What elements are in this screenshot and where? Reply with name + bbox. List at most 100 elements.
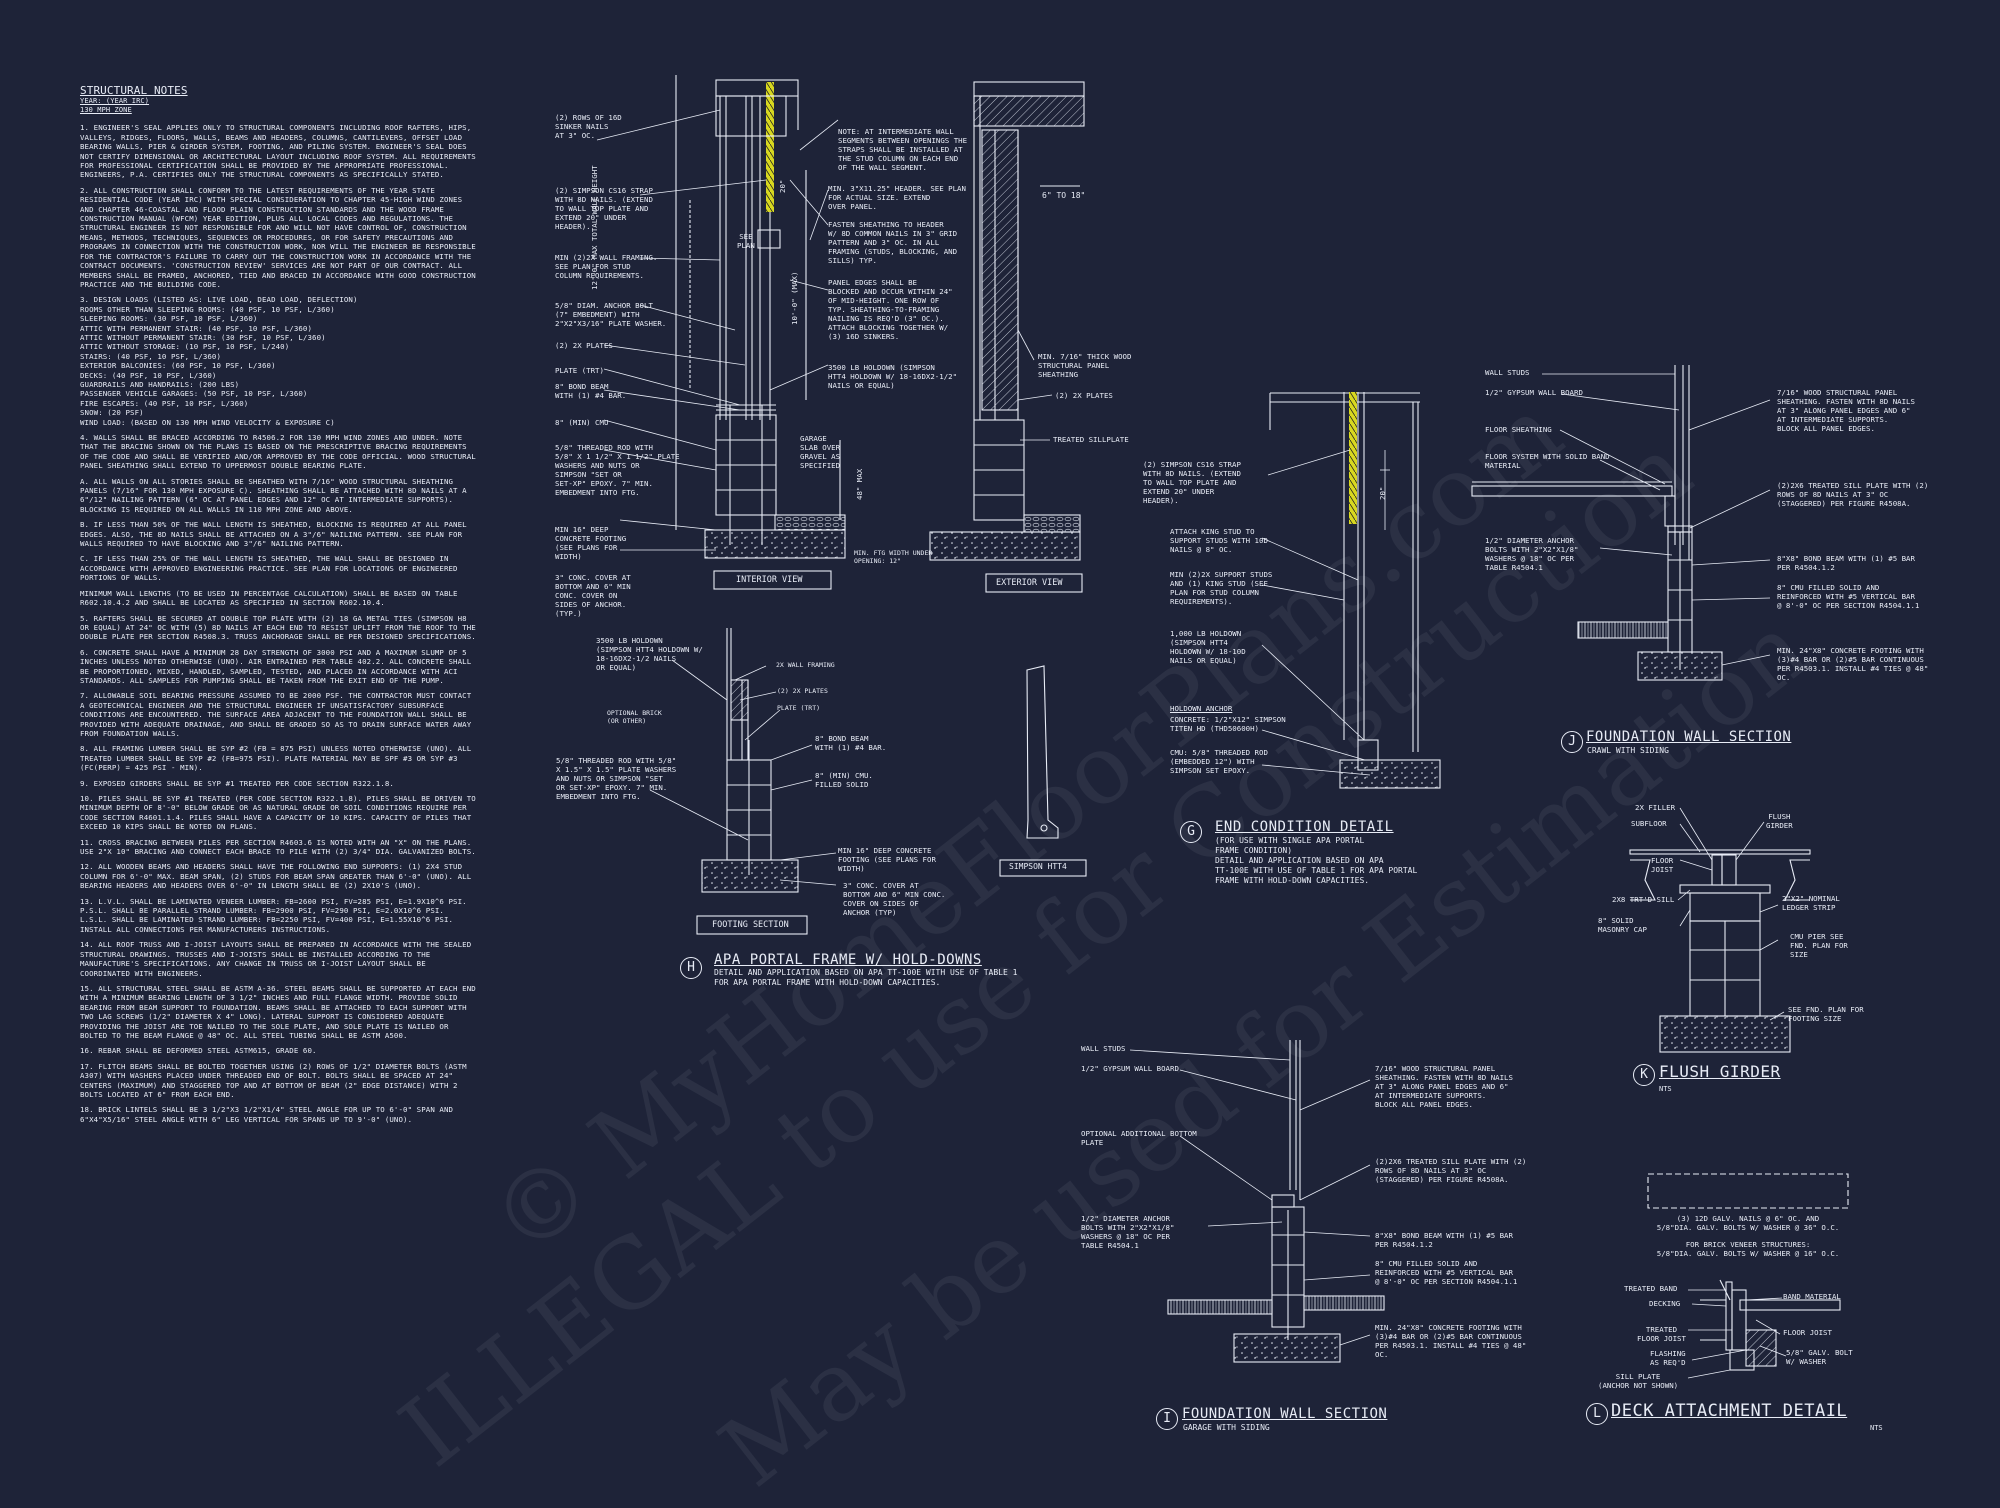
k-label-cap: 8" SOLID MASONRY CAP — [1598, 916, 1647, 934]
simpson-htt4-label: SIMPSON HTT4 — [1009, 862, 1067, 871]
h-label-cover: 3" CONC. COVER AT BOTTOM AND 6" MIN CONC… — [555, 573, 631, 618]
foundation-wall-crawl-drawing — [1471, 365, 1723, 681]
h-label-6to18: 6" TO 18" — [1042, 191, 1086, 200]
h-label-holdown: 3500 LB HOLDOWN (SIMPSON HTT4 HOLDOWN W/… — [828, 363, 958, 390]
note-paragraph: 8. ALL FRAMING LUMBER SHALL BE SYP #2 (F… — [80, 744, 472, 773]
l-label-bolt: 5/8" GALV. BOLT W/ WASHER — [1786, 1348, 1853, 1366]
detail-j-subtitle: CRAWL WITH SIDING — [1587, 746, 1669, 755]
detail-g-subtitle: (FOR USE WITH SINGLE APA PORTAL FRAME CO… — [1215, 836, 1418, 885]
h-label-footing-f: MIN 16" DEEP CONCRETE FOOTING (SEE PLANS… — [838, 846, 936, 873]
i-label-cmu: 8" CMU FILLED SOLID AND REINFORCED WITH … — [1375, 1259, 1518, 1286]
note-paragraph: 4. WALLS SHALL BE BRACED ACCORDING TO R4… — [80, 433, 476, 471]
k-label-pier: CMU PIER SEE FND. PLAN FOR SIZE — [1790, 932, 1848, 959]
j-label-floor-system: FLOOR SYSTEM WITH SOLID BAND MATERIAL — [1485, 452, 1610, 470]
h-label-garage: GARAGE SLAB OVER GRAVEL AS SPECIFIED — [800, 434, 841, 470]
notes-year: YEAR: (YEAR IRC) — [80, 97, 150, 106]
structural-notes: STRUCTURAL NOTES YEAR: (YEAR IRC) 130 mp… — [80, 84, 480, 1130]
note-paragraph: 11. CROSS BRACING BETWEEN PILES PER SECT… — [80, 837, 476, 857]
detail-j-title: FOUNDATION WALL SECTION — [1586, 729, 1792, 745]
j-label-sill: (2)2x6 TREATED SILL PLATE WITH (2) ROWS … — [1777, 481, 1929, 508]
note-paragraph: 15. ALL STRUCTURAL STEEL SHALL BE ASTM A… — [80, 983, 476, 1040]
note-paragraph: 14. ALL ROOF TRUSS AND I-JOIST LAYOUTS S… — [80, 940, 472, 978]
detail-h-title: APA PORTAL FRAME W/ HOLD-DOWNS — [714, 952, 982, 968]
h-label-header: MIN. 3"x11.25" HEADER. SEE PLAN FOR ACTU… — [828, 184, 966, 211]
detail-l-title: DECK ATTACHMENT DETAIL — [1611, 1401, 1848, 1421]
l-label-treated-joist: TREATED FLOOR JOIST — [1637, 1325, 1686, 1343]
i-label-wall-studs: WALL STUDS — [1081, 1044, 1126, 1053]
j-label-bond: 8"x8" BOND BEAM WITH (1) #5 BAR PER R450… — [1777, 554, 1915, 572]
g-label-ha-text: CONCRETE: 1/2"x12" SIMPSON TITEN HD (THD… — [1170, 715, 1286, 733]
h-label-anchor: 5/8" DIAM. ANCHOR BOLT (7" EMBEDMENT) WI… — [555, 301, 667, 328]
footing-section-drawing — [696, 628, 808, 935]
j-label-footing: MIN. 24"x8" CONCRETE FOOTING WITH (3)#4 … — [1777, 646, 1929, 682]
k-label-sill: 2X8 TRT'D SILL — [1612, 895, 1675, 904]
detail-l-marker: L — [1586, 1403, 1608, 1425]
detail-i-title: FOUNDATION WALL SECTION — [1182, 1406, 1388, 1422]
h-label-plates-2x-f: (2) 2X PLATES — [777, 687, 828, 695]
h-label-wall-framing: 2X WALL FRAMING — [776, 661, 835, 669]
detail-h-marker: H — [680, 957, 702, 979]
l-label-brick: FOR BRICK VENEER STRUCTURES: 5/8"dia. GA… — [1656, 1240, 1840, 1258]
notes-heading: STRUCTURAL NOTES — [80, 84, 188, 97]
g-label-holdown: 1,000 LB HOLDOWN (SIMPSON HTT4 HOLDOWN W… — [1170, 629, 1246, 665]
h-label-footing: MIN 16" DEEP CONCRETE FOOTING (SEE PLANS… — [555, 525, 627, 561]
note-paragraph: 13. L.V.L. SHALL BE LAMINATED VENEER LUM… — [80, 896, 467, 934]
h-label-ftg-width: MIN. FTG WIDTH UNDER OPENING: 12" — [854, 549, 933, 565]
i-label-gyp: 1/2" GYPSUM WALL BOARD — [1081, 1064, 1179, 1073]
deck-attachment-drawing — [1647, 1173, 1849, 1371]
h-label-cover-f: 3" CONC. COVER AT BOTTOM AND 6" MIN CONC… — [843, 881, 946, 917]
note-paragraph: 10. PILES SHALL BE SYP #1 TREATED (PER C… — [80, 794, 476, 832]
note-paragraph: 1. ENGINEER'S SEAL APPLIES ONLY TO STRUC… — [80, 123, 476, 180]
g-label-ha-title: HOLDOWN ANCHOR — [1170, 704, 1233, 713]
h-label-strap: (2) SIMPSON CS16 STRAP WITH 8d NAILS. (E… — [555, 186, 653, 231]
k-label-fnd: SEE FND. PLAN FOR FOOTING SIZE — [1788, 1005, 1864, 1023]
h-label-sinker: (2) ROWS OF 16d SINKER NAILS AT 3" OC. — [555, 113, 622, 140]
i-label-panel: 7/16" WOOD STRUCTURAL PANEL SHEATHING. F… — [1375, 1064, 1513, 1109]
h-label-see-plan: SEE PLAN — [737, 232, 755, 250]
end-condition-drawing — [1269, 392, 1441, 789]
h-label-cmu: 8" (MIN) CMU — [555, 418, 609, 427]
note-paragraph: 3. DESIGN LOADS (LISTED AS: LIVE LOAD, D… — [80, 295, 358, 427]
l-label-floor-joist: FLOOR JOIST — [1783, 1328, 1832, 1337]
note-paragraph: c. IF LESS THAN 25% OF THE WALL LENGTH I… — [80, 554, 458, 583]
l-label-nails: (3) 12d GALV. NAILS @ 6" OC. AND 5/8"dia… — [1656, 1214, 1840, 1232]
interior-view-label: INTERIOR VIEW — [736, 575, 803, 585]
exterior-view-label: EXTERIOR VIEW — [996, 578, 1063, 588]
h-label-panel-edges: PANEL EDGES SHALL BE BLOCKED AND OCCUR W… — [828, 278, 953, 341]
exterior-view-drawing — [929, 81, 1085, 593]
foundation-wall-garage-drawing — [1167, 1040, 1385, 1363]
g-label-support: MIN (2)2X SUPPORT STUDS AND (1) KING STU… — [1170, 570, 1273, 606]
notes-wind: 130 mph ZONE — [80, 106, 132, 115]
i-label-footing: MIN. 24"x8" CONCRETE FOOTING WITH (3)#4 … — [1375, 1323, 1527, 1359]
note-paragraph: a. ALL WALLS ON ALL STORIES SHALL BE SHE… — [80, 476, 467, 514]
h-label-total-wall: 12'-0" MAX TOTAL WALL HEIGHT — [590, 165, 599, 290]
detail-g-title: END CONDITION DETAIL — [1215, 819, 1394, 835]
h-label-plate-trt-f: PLATE (TRT) — [777, 704, 821, 712]
j-label-floor-sheathing: FLOOR SHEATHING — [1485, 425, 1552, 434]
h-label-plate-trt: PLATE (TRT) — [555, 366, 604, 375]
note-paragraph: 6. CONCRETE SHALL HAVE A MINIMUM 28 DAY … — [80, 647, 472, 685]
j-label-panel: 7/16" WOOD STRUCTURAL PANEL SHEATHING. F… — [1777, 388, 1915, 433]
detail-k-title: FLUSH GIRDER — [1659, 1062, 1781, 1081]
l-label-treated-band: TREATED BAND — [1624, 1284, 1678, 1293]
h-label-bond-beam: 8" BOND BEAM WITH (1) #4 BAR. — [555, 382, 627, 400]
g-label-cmu: CMU: 5/8" THREADED ROD (EMBEDDED 12") WI… — [1170, 748, 1268, 775]
h-label-framing: MIN (2)2X WALL FRAMING. SEE PLAN FOR STU… — [555, 253, 658, 280]
h-label-rod-f: 5/8" THREADED ROD WITH 5/8" x 1.5" x 1.5… — [556, 756, 677, 801]
h-label-hd-foot: 3500 LB HOLDOWN (SIMPSON HTT4 HOLDOWN W/… — [596, 636, 703, 672]
i-label-anchor: 1/2" DIAMETER ANCHOR BOLTS WITH 2"x2"x1/… — [1081, 1214, 1175, 1250]
i-label-sill: (2)2x6 TREATED SILL PLATE WITH (2) ROWS … — [1375, 1157, 1527, 1184]
l-label-flashing: FLASHING AS REQ'D — [1650, 1349, 1686, 1367]
interior-view-box — [713, 570, 832, 590]
h-label-osb: MIN. 7/16" THICK WOOD STRUCTURAL PANEL S… — [1038, 352, 1132, 379]
i-label-optional: OPTIONAL ADDITIONAL BOTTOM PLATE — [1081, 1129, 1197, 1147]
h-label-cmu-f: 8" (MIN) CMU. FILLED SOLID — [815, 771, 873, 789]
j-label-wall-studs: WALL STUDS — [1485, 368, 1530, 377]
footing-section-box — [696, 915, 808, 935]
footing-section-label: FOOTING SECTION — [712, 920, 789, 930]
detail-i-subtitle: GARAGE WITH SIDING — [1183, 1423, 1270, 1432]
h-label-rod: 5/8" THREADED ROD WITH 5/8" x 1 1/2" x 1… — [555, 443, 680, 497]
h-label-treated-sill: TREATED SILLPLATE — [1053, 435, 1129, 444]
